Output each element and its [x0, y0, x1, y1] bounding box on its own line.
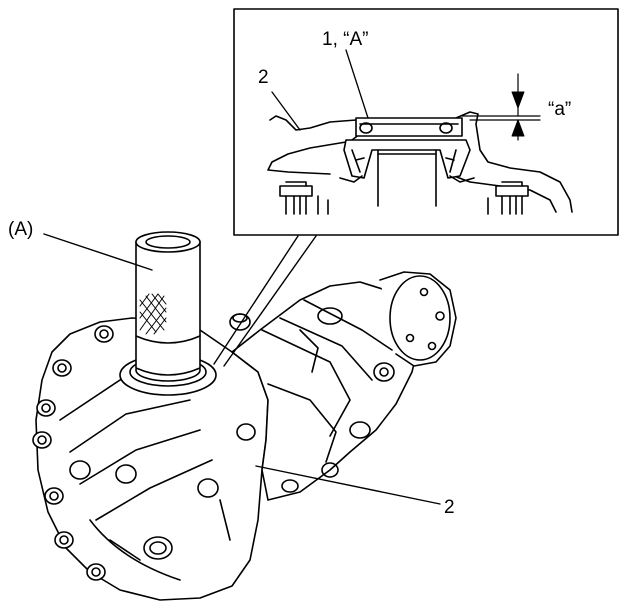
label-case-2-main: 2: [444, 497, 455, 518]
special-tool-a: [135, 231, 201, 376]
label-clearance-a: “a”: [548, 99, 572, 120]
leader-tool: [43, 233, 153, 271]
label-tool-a: (A): [8, 219, 34, 240]
leader-case: [255, 465, 441, 505]
differential-housing: [32, 271, 457, 601]
callout-line-right: [223, 235, 317, 367]
inset-detail: [267, 49, 573, 215]
label-case-2-inset: 2: [258, 67, 269, 88]
callout-line-left: [213, 235, 299, 365]
knurl-pattern: [139, 293, 167, 335]
label-part-1-a: 1, “A”: [322, 29, 369, 50]
